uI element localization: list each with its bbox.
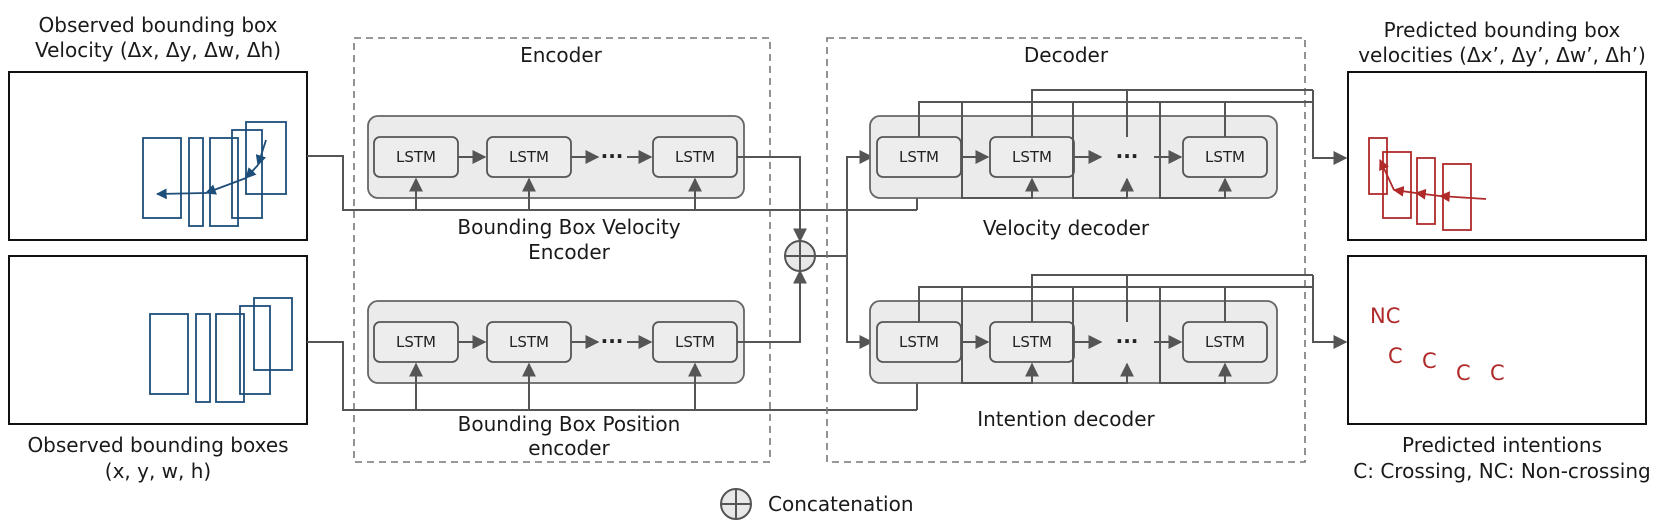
position-encoder-cell-3: LSTM bbox=[652, 321, 738, 363]
svg-text:LSTM: LSTM bbox=[675, 148, 715, 166]
intention-decoder-label: Intention decoder bbox=[977, 407, 1155, 431]
intention-label-3: C bbox=[1422, 349, 1437, 373]
velocity-decoder-ellipsis: ··· bbox=[1116, 144, 1139, 168]
svg-text:LSTM: LSTM bbox=[899, 148, 939, 166]
svg-text:LSTM: LSTM bbox=[899, 333, 939, 351]
concat-to-intention-decoder bbox=[846, 256, 874, 349]
svg-text:LSTM: LSTM bbox=[396, 333, 436, 351]
velocity-encoder-label-2: Encoder bbox=[528, 240, 611, 264]
velocity-decoder-cell-1: LSTM bbox=[876, 136, 962, 178]
position-encoder-output-wire bbox=[737, 269, 807, 343]
encoder-title: Encoder bbox=[520, 43, 603, 67]
predicted-intentions-label-2: C: Crossing, NC: Non-crossing bbox=[1353, 459, 1650, 483]
concat-legend-icon bbox=[720, 488, 752, 520]
velocity-decoder-cell-3: LSTM bbox=[1182, 136, 1268, 178]
svg-text:LSTM: LSTM bbox=[396, 148, 436, 166]
predicted-velocity-boxes bbox=[1368, 137, 1487, 231]
velocity-encoder-output-wire bbox=[737, 156, 807, 243]
intention-decoder-cell-2: LSTM bbox=[989, 321, 1075, 363]
velocity-encoder-cell-2: LSTM bbox=[486, 136, 572, 178]
decoder-region bbox=[826, 37, 1306, 463]
predicted-intentions-panel bbox=[1347, 255, 1647, 425]
svg-text:LSTM: LSTM bbox=[675, 333, 715, 351]
concat-to-velocity-decoder bbox=[846, 150, 874, 256]
predicted-velocity-label-1: Predicted bounding box bbox=[1384, 18, 1621, 42]
intention-label-4: C bbox=[1456, 361, 1471, 385]
observed-boxes-panel bbox=[8, 255, 308, 425]
position-encoder-label-2: encoder bbox=[528, 436, 610, 460]
svg-text:LSTM: LSTM bbox=[1012, 333, 1052, 351]
velocity-decoder-label: Velocity decoder bbox=[983, 216, 1150, 240]
predicted-intentions-label-1: Predicted intentions bbox=[1402, 433, 1602, 457]
svg-text:LSTM: LSTM bbox=[1205, 148, 1245, 166]
velocity-decoder-cell-2: LSTM bbox=[989, 136, 1075, 178]
intention-labels: NC C C C C bbox=[1370, 304, 1505, 385]
observed-boxes-label-1: Observed bounding boxes bbox=[27, 433, 288, 457]
position-encoder-label-1: Bounding Box Position bbox=[458, 412, 681, 436]
position-encoder-cell-1: LSTM bbox=[373, 321, 459, 363]
intention-decoder-cell-3: LSTM bbox=[1182, 321, 1268, 363]
velocity-encoder-label-1: Bounding Box Velocity bbox=[457, 215, 680, 239]
svg-text:LSTM: LSTM bbox=[1205, 333, 1245, 351]
svg-text:LSTM: LSTM bbox=[509, 148, 549, 166]
position-encoder-cell-2: LSTM bbox=[486, 321, 572, 363]
velocity-input-wire bbox=[307, 155, 917, 211]
svg-text:LSTM: LSTM bbox=[1012, 148, 1052, 166]
intention-decoder-cell-1: LSTM bbox=[876, 321, 962, 363]
intention-decoder-ellipsis: ··· bbox=[1116, 329, 1139, 353]
svg-text:LSTM: LSTM bbox=[509, 333, 549, 351]
decoder-title: Decoder bbox=[1024, 43, 1109, 67]
intention-label-5: C bbox=[1490, 361, 1505, 385]
intention-label-1: NC bbox=[1370, 304, 1400, 328]
observed-velocity-label-1: Observed bounding box bbox=[39, 13, 278, 37]
velocity-encoder-ellipsis: ··· bbox=[601, 144, 624, 168]
velocity-encoder-cell-1: LSTM bbox=[373, 136, 459, 178]
velocity-encoder-cell-3: LSTM bbox=[652, 136, 738, 178]
predicted-velocity-panel bbox=[1347, 71, 1647, 241]
predicted-velocity-label-2: velocities (Δx’, Δy’, Δw’, Δh’) bbox=[1358, 43, 1646, 67]
concat-operator bbox=[784, 240, 816, 272]
position-encoder-ellipsis: ··· bbox=[601, 329, 624, 353]
concat-legend-label: Concatenation bbox=[768, 492, 914, 516]
observed-boxes-label-2: (x, y, w, h) bbox=[105, 459, 211, 483]
observed-velocity-boxes bbox=[142, 121, 287, 227]
position-input-wire bbox=[307, 341, 917, 411]
encoder-region bbox=[353, 37, 771, 463]
intention-label-2: C bbox=[1388, 344, 1403, 368]
observed-position-boxes bbox=[149, 297, 293, 403]
observed-velocity-label-2: Velocity (Δx, Δy, Δw, Δh) bbox=[35, 38, 281, 62]
